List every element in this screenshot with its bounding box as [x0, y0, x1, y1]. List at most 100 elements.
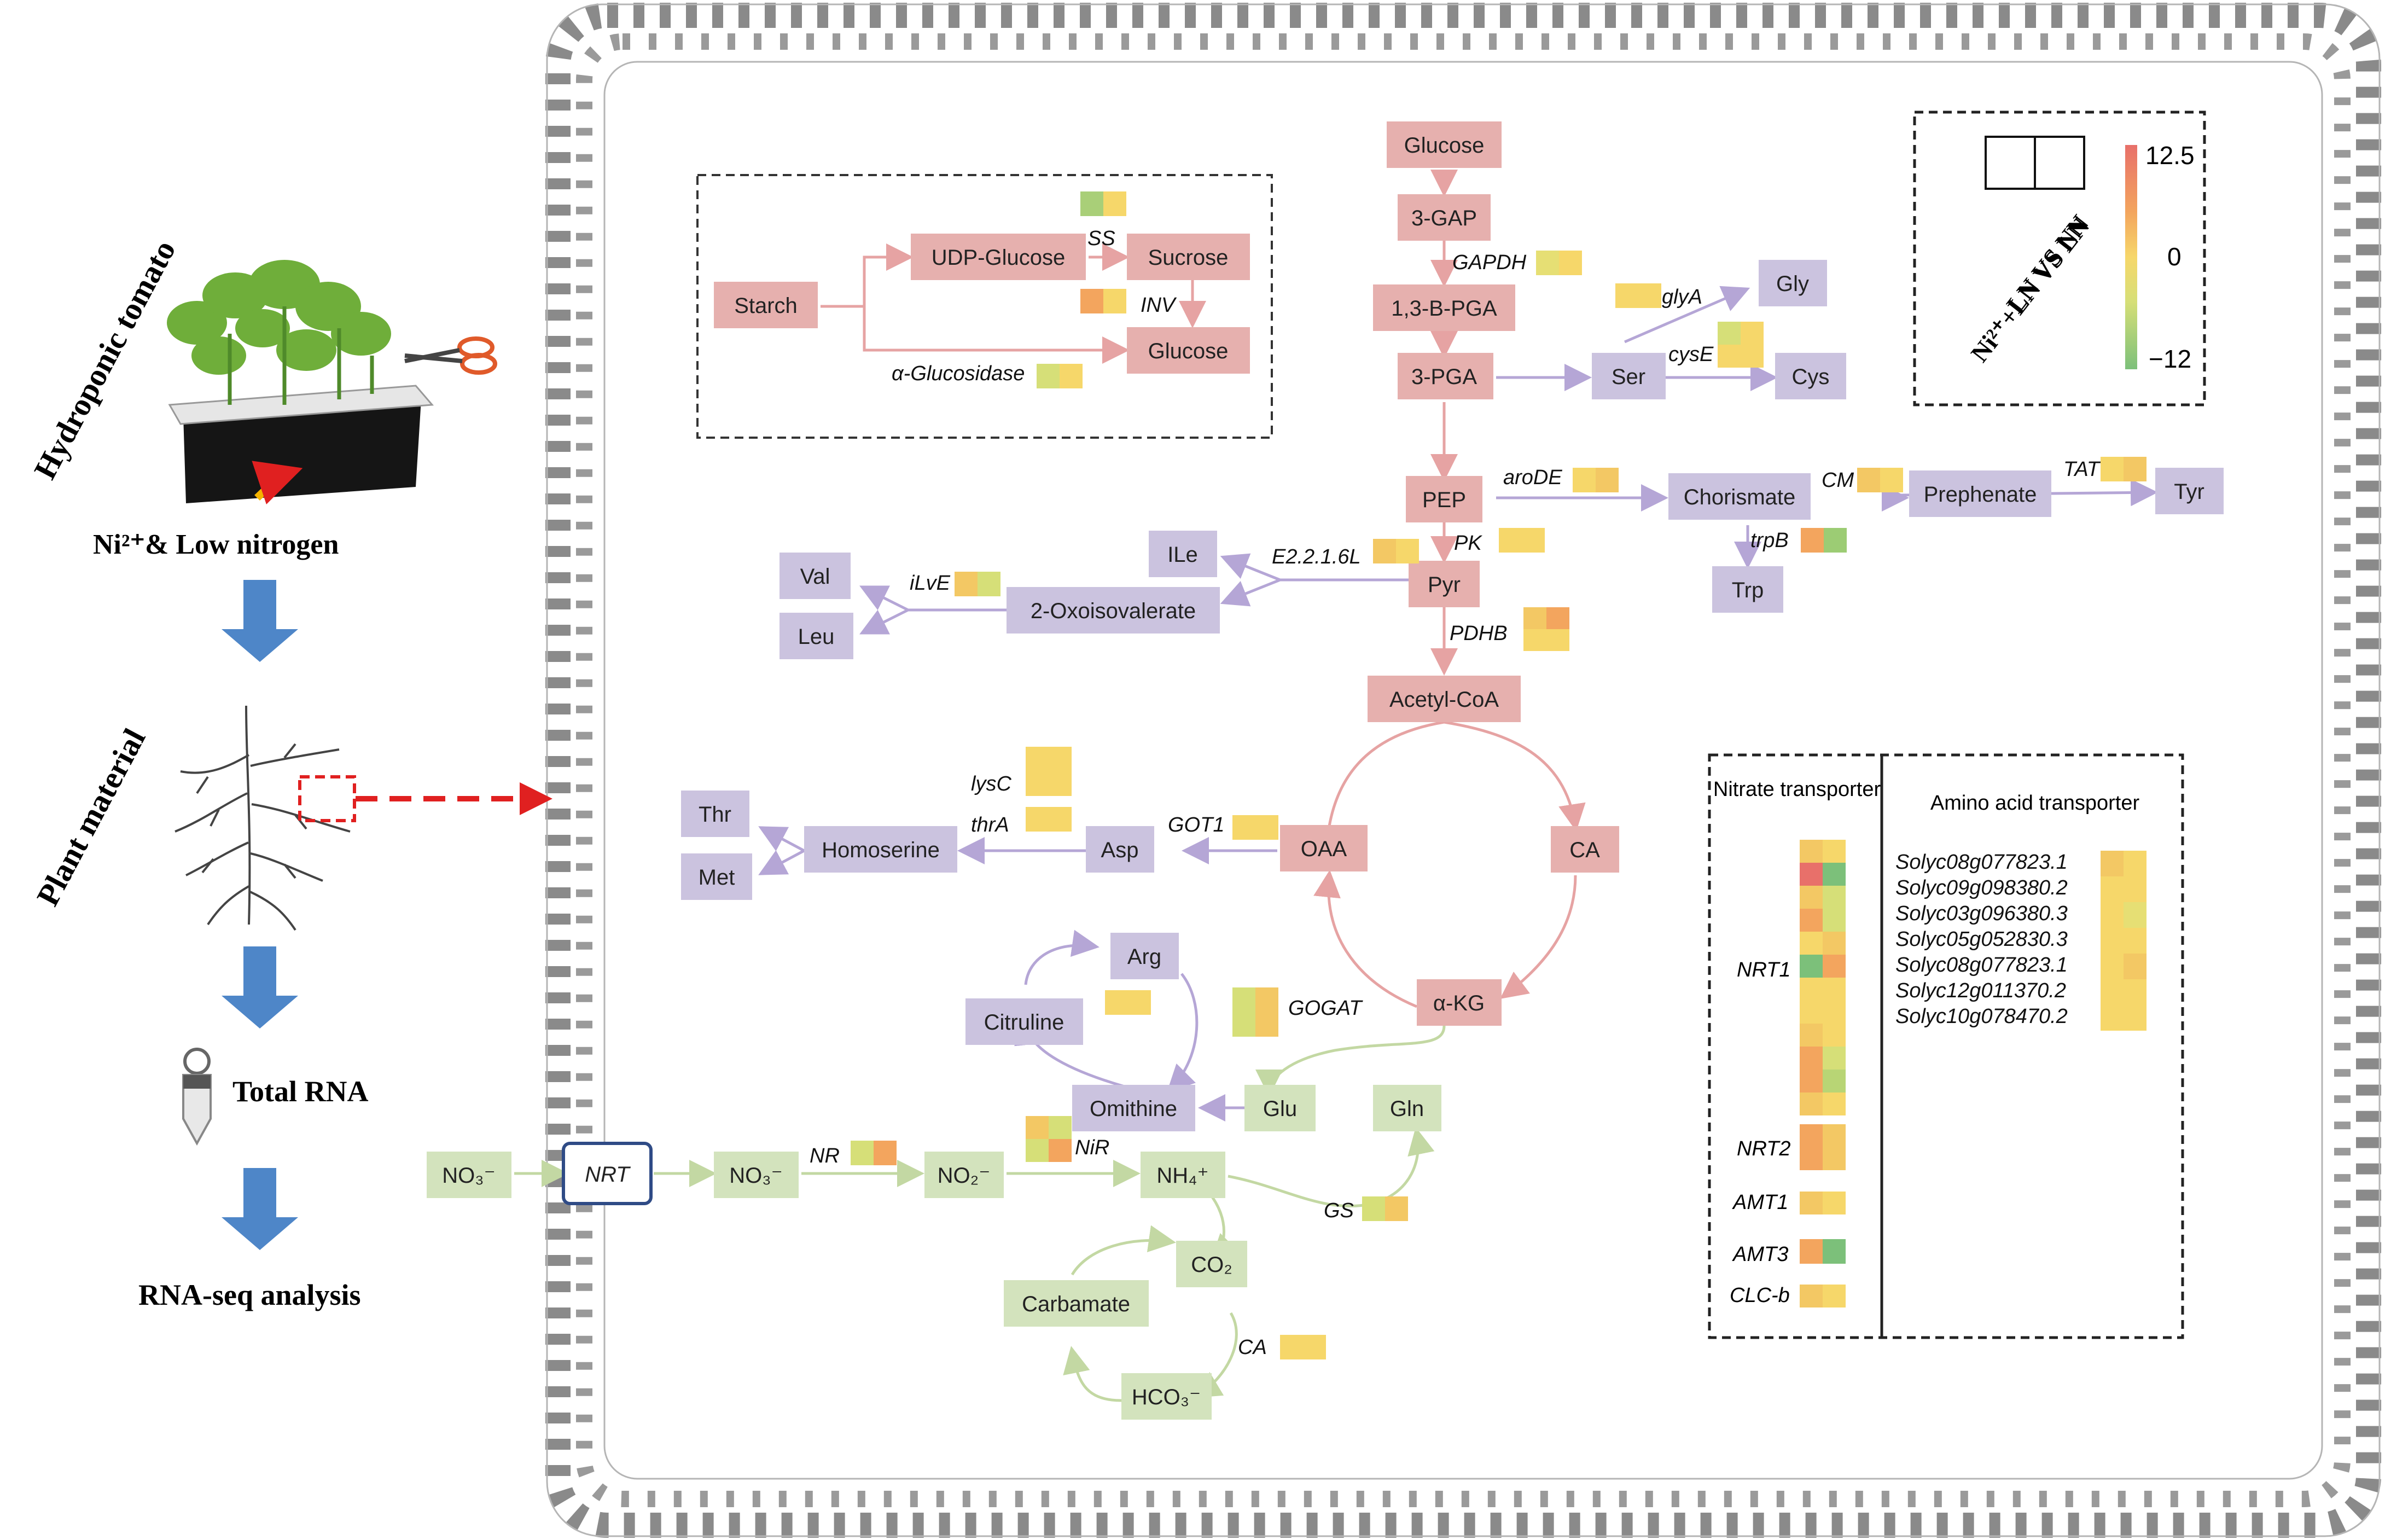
- svg-text:Leu: Leu: [798, 625, 835, 649]
- enzyme-glya: glyA: [1662, 286, 1702, 309]
- svg-text:NRT: NRT: [585, 1163, 631, 1187]
- node-homoserine: Homoserine: [804, 826, 957, 873]
- legend-colorbar: [2125, 145, 2137, 369]
- svg-text:Arg: Arg: [1127, 945, 1161, 969]
- node-akg: α-KG: [1417, 979, 1502, 1026]
- node-arg: Arg: [1110, 933, 1179, 979]
- svg-text:NO₃⁻: NO₃⁻: [442, 1164, 495, 1188]
- gene-5: Solyc08g077823.1: [1895, 954, 2068, 977]
- enzyme-lysc: lysC: [971, 772, 1011, 795]
- svg-text:Glucose: Glucose: [1148, 339, 1229, 363]
- node-nrt: NRT: [562, 1142, 653, 1205]
- svg-text:NO₂⁻: NO₂⁻: [938, 1164, 991, 1188]
- amino-heatmap: [2101, 851, 2146, 1031]
- svg-text:Val: Val: [800, 565, 830, 589]
- sucrose-inset-box: [696, 174, 1273, 439]
- node-sucrose: Sucrose: [1127, 234, 1250, 280]
- svg-text:HCO₃⁻: HCO₃⁻: [1132, 1385, 1201, 1409]
- svg-text:Chorismate: Chorismate: [1684, 485, 1796, 509]
- enzyme-cyse: cysE: [1668, 343, 1714, 366]
- node-3-pga: 3-PGA: [1398, 353, 1493, 399]
- svg-text:PEP: PEP: [1422, 488, 1466, 512]
- node-ornithine: Omithine: [1072, 1085, 1195, 1131]
- node-gly: Gly: [1759, 260, 1827, 306]
- enzyme-gs: GS: [1324, 1199, 1354, 1222]
- heatmap-cells: [851, 191, 2146, 1359]
- enzyme-pk: PK: [1454, 532, 1482, 555]
- svg-text:Sucrose: Sucrose: [1148, 246, 1229, 270]
- gene-3: Solyc03g096380.3: [1895, 902, 2068, 925]
- legend-max: 12.5: [2145, 141, 2195, 170]
- enzyme-trpb: trpB: [1750, 529, 1789, 552]
- enzyme-pdhb: PDHB: [1450, 622, 1508, 645]
- enzyme-gogat: GOGAT: [1288, 997, 1363, 1020]
- enzyme-inv: INV: [1141, 294, 1177, 317]
- scissors-icon: [404, 336, 497, 375]
- gene-4: Solyc05g052830.3: [1895, 928, 2068, 951]
- node-ile: ILe: [1149, 531, 1217, 577]
- svg-text:OAA: OAA: [1301, 837, 1347, 861]
- gene-1: Solyc08g077823.1: [1895, 851, 2068, 874]
- legend-col2: Ni²⁺+LN VS LN: [1965, 212, 2095, 367]
- hydroponic-tray-icon: [167, 260, 497, 505]
- enzyme-nir: NiR: [1075, 1136, 1109, 1159]
- hydroponic-label: Hydroponic tomato: [27, 234, 183, 485]
- carbon-arrows: [821, 170, 1586, 1008]
- rnaseq-label: RNA-seq analysis: [138, 1279, 361, 1311]
- node-thr: Thr: [681, 791, 749, 837]
- enzyme-got1: GOT1: [1168, 813, 1224, 836]
- node-glu: Glu: [1244, 1085, 1316, 1131]
- down-arrow-2: [222, 946, 298, 1028]
- svg-text:2-Oxoisovalerate: 2-Oxoisovalerate: [1031, 599, 1196, 623]
- node-nh4: NH₄⁺: [1141, 1152, 1225, 1198]
- gene-7: Solyc10g078470.2: [1895, 1005, 2068, 1028]
- node-udp-glucose: UDP-Glucose: [911, 234, 1086, 280]
- svg-text:Glu: Glu: [1263, 1097, 1297, 1121]
- svg-text:3-GAP: 3-GAP: [1411, 206, 1477, 230]
- enzyme-a-glucosidase: α-Glucosidase: [892, 362, 1025, 385]
- node-pyr: Pyr: [1409, 561, 1480, 607]
- legend-mid: 0: [2167, 242, 2182, 271]
- node-gln: Gln: [1373, 1085, 1441, 1131]
- svg-text:Omithine: Omithine: [1090, 1097, 1177, 1121]
- enzyme-ca: CA: [1238, 1336, 1267, 1359]
- enzyme-thra: thrA: [971, 813, 1009, 836]
- svg-text:Pyr: Pyr: [1428, 573, 1461, 597]
- total-rna-label: Total RNA: [232, 1075, 369, 1108]
- treatment-label: Ni²⁺& Low nitrogen: [93, 529, 339, 560]
- node-val: Val: [780, 553, 851, 599]
- node-tyr: Tyr: [2155, 468, 2224, 514]
- svg-text:3-PGA: 3-PGA: [1411, 365, 1477, 389]
- label-nrt2: NRT2: [1737, 1137, 1791, 1160]
- svg-text:Citruline: Citruline: [984, 1010, 1064, 1035]
- enzyme-e22: E2.2.1.6L: [1272, 545, 1361, 568]
- svg-text:Gln: Gln: [1390, 1097, 1424, 1121]
- svg-text:UDP-Glucose: UDP-Glucose: [932, 246, 1066, 270]
- svg-text:NH₄⁺: NH₄⁺: [1156, 1164, 1208, 1188]
- svg-text:Cys: Cys: [1792, 365, 1830, 389]
- node-prephenate: Prephenate: [1909, 470, 2051, 517]
- node-carbamate: Carbamate: [1004, 1280, 1149, 1327]
- gene-6: Solyc12g011370.2: [1895, 979, 2066, 1002]
- enzyme-arode: aroDE: [1503, 466, 1562, 489]
- label-clcb: CLC-b: [1730, 1284, 1790, 1307]
- svg-text:Met: Met: [699, 865, 735, 890]
- gene-list: Solyc08g077823.1 Solyc09g098380.2 Solyc0…: [1895, 851, 2068, 1028]
- workflow-panel: Hydroponic tomato Ni²⁺& Low nitrogen: [27, 234, 552, 1311]
- node-1-3-b-pga: 1,3-B-PGA: [1373, 284, 1515, 331]
- enzyme-tat: TAT: [2063, 458, 2101, 481]
- gene-2: Solyc09g098380.2: [1895, 876, 2068, 899]
- svg-text:NO₃⁻: NO₃⁻: [729, 1164, 782, 1188]
- svg-text:Asp: Asp: [1101, 838, 1139, 862]
- label-amt3: AMT3: [1732, 1243, 1788, 1266]
- node-acetyl-coa: Acetyl-CoA: [1368, 676, 1521, 722]
- nodes: Starch UDP-Glucose Sucrose Glucose Gluco…: [427, 121, 2224, 1420]
- nrt1-heatmap: [1800, 840, 1846, 1115]
- root-icon: [174, 705, 351, 931]
- node-starch: Starch: [714, 282, 818, 328]
- node-oxoisovalerate: 2-Oxoisovalerate: [1007, 587, 1220, 634]
- node-ser: Ser: [1592, 353, 1666, 399]
- node-pep: PEP: [1406, 476, 1482, 522]
- node-glucose: Glucose: [1387, 121, 1502, 168]
